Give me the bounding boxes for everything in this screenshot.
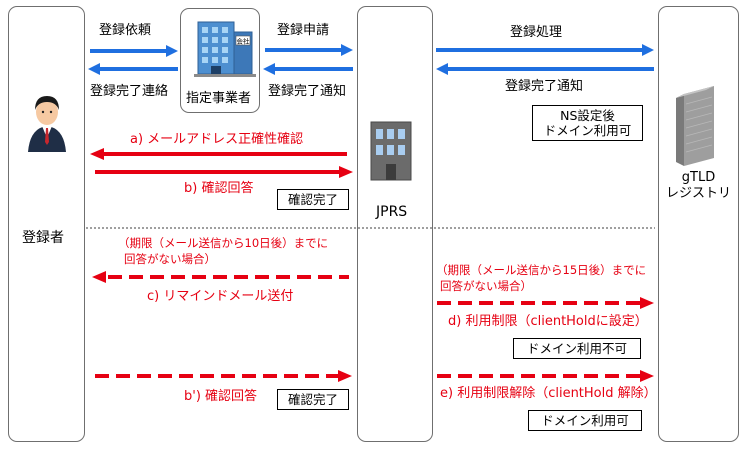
arrow-reg-complete-notice-left xyxy=(263,63,353,75)
arrow-step-e xyxy=(437,370,654,382)
registrar-label: 指定事業者 xyxy=(186,91,252,106)
note-15-line2: 回答がない場合） xyxy=(440,279,532,293)
registrant-label: 登録者 xyxy=(22,230,64,246)
jprs-label: JPRS xyxy=(376,204,408,220)
confirm-done-box-2: 確認完了 xyxy=(277,389,349,410)
label-reg-complete-contact: 登録完了連絡 xyxy=(90,84,169,99)
label-reg-complete-notice-left: 登録完了通知 xyxy=(268,84,347,99)
arrow-reg-complete-notice-right xyxy=(436,63,654,75)
ns-usable-box: NS設定後 ドメイン利用可 xyxy=(532,105,643,141)
label-step-d: d) 利用制限（clientHoldに設定） xyxy=(448,314,648,329)
ns-line1: NS設定後 xyxy=(560,108,615,123)
gtld-label-line2: レジストリ xyxy=(665,186,731,201)
note-15-line1: （期限（メール送信から15日後）までに xyxy=(436,263,647,277)
gtld-registry-lane xyxy=(658,6,739,442)
label-reg-complete-notice-right: 登録完了通知 xyxy=(505,79,584,94)
arrow-reg-process xyxy=(436,44,654,56)
arrow-step-d xyxy=(437,297,654,309)
label-step-b2: b') 確認回答 xyxy=(184,389,258,404)
svg-text:会社: 会社 xyxy=(237,37,251,46)
label-reg-apply: 登録申請 xyxy=(277,23,330,38)
label-step-e: e) 利用制限解除（clientHold 解除） xyxy=(440,386,657,401)
jprs-building-icon xyxy=(370,121,412,181)
note-10-line2: 回答がない場合） xyxy=(124,252,216,266)
arrow-step-a xyxy=(90,148,347,160)
ns-line2: ドメイン利用可 xyxy=(543,123,632,138)
label-step-b: b) 確認回答 xyxy=(184,181,254,196)
arrow-reg-complete-contact xyxy=(88,63,178,75)
arrow-step-b xyxy=(95,166,353,178)
confirm-done-box-1: 確認完了 xyxy=(277,189,349,210)
domain-usable-box: ドメイン利用可 xyxy=(528,410,642,431)
arrow-step-c xyxy=(92,271,349,283)
domain-unusable-box: ドメイン利用不可 xyxy=(513,338,641,359)
label-reg-request: 登録依頼 xyxy=(99,23,152,38)
jprs-lane xyxy=(357,6,433,442)
label-reg-process: 登録処理 xyxy=(510,25,563,40)
registrant-lane xyxy=(8,6,85,442)
label-step-c: c) リマインドメール送付 xyxy=(147,289,294,304)
office-building-icon: 会社 xyxy=(194,21,256,77)
note-10-line1: （期限（メール送信から10日後）までに xyxy=(118,236,329,250)
person-icon xyxy=(28,96,66,152)
server-icon xyxy=(676,86,714,166)
gtld-label-line1: gTLD xyxy=(681,170,716,185)
arrow-reg-request xyxy=(90,45,178,57)
label-step-a: a) メールアドレス正確性確認 xyxy=(130,132,304,147)
arrow-step-b2 xyxy=(95,370,352,382)
arrow-reg-apply xyxy=(265,44,353,56)
